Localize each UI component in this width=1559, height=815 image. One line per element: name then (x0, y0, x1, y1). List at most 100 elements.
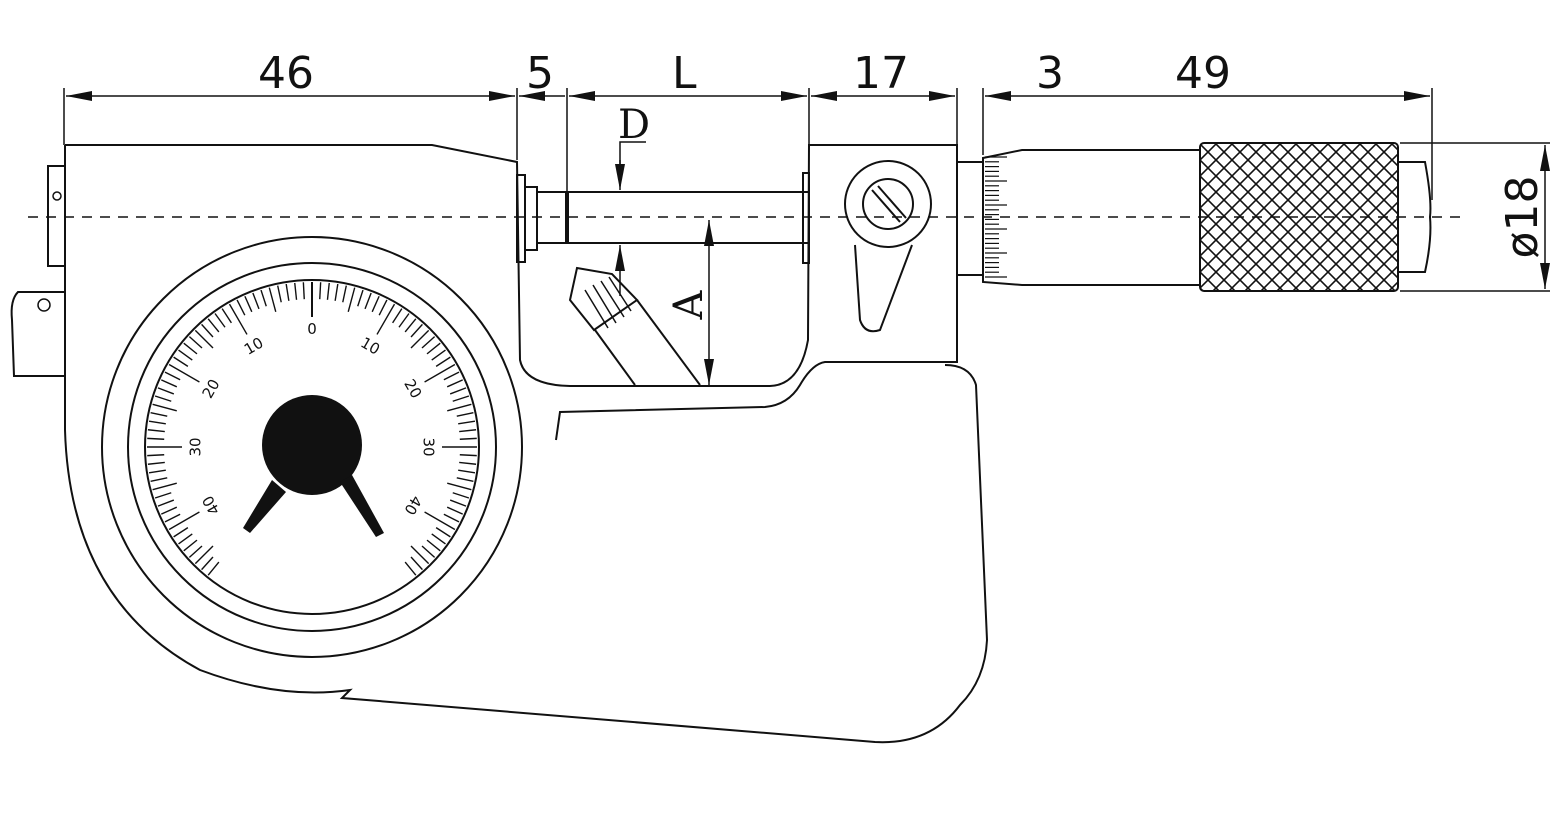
dial-tick (148, 469, 166, 474)
dial-tick (201, 323, 214, 338)
dial-tick (207, 561, 220, 576)
dial-tick (371, 295, 380, 313)
dial-tick (236, 299, 246, 316)
dial-tick (148, 420, 166, 425)
dial-tick (194, 329, 214, 349)
tolerance-pointer-left (243, 480, 286, 533)
dial-tick (160, 506, 178, 515)
dimension-lines (63, 88, 1550, 385)
dial-tick (421, 545, 436, 558)
dial-tick (459, 437, 477, 440)
dial-tick (147, 437, 165, 440)
dial-tick (357, 289, 364, 307)
dial-label-right-40: 40 (400, 492, 425, 518)
dial-hub (262, 395, 362, 495)
dial-tick (319, 282, 322, 300)
dial-tick (302, 282, 305, 300)
dial-tick (449, 499, 467, 507)
dial-tick (404, 561, 417, 576)
dial-tick (285, 283, 290, 301)
dial-tick (447, 482, 472, 491)
dial-tick (459, 461, 477, 465)
dial-tick (221, 308, 232, 324)
dial-tick (334, 283, 339, 301)
dial-tick (447, 403, 472, 412)
dial-tick (173, 527, 189, 538)
dial-tick (207, 318, 220, 333)
dim-L: L (672, 48, 697, 99)
dim-D: D (618, 102, 650, 148)
dim-49: 49 (1175, 48, 1231, 99)
dial-tick (173, 356, 189, 367)
dial-tick (160, 379, 178, 388)
dial-tick (168, 511, 200, 531)
dial-tick (446, 506, 464, 515)
dial-tick (183, 342, 198, 355)
dial-tick (378, 299, 388, 316)
dial-tick (446, 379, 464, 388)
dial-indicator: 0 10 20 30 40 10 20 30 40 (101, 236, 523, 658)
dial-tick (152, 482, 177, 491)
dial-tick (410, 545, 430, 565)
dim-3: 3 (1036, 48, 1064, 99)
dial-label-left-10: 10 (241, 334, 267, 359)
dial-tick (252, 292, 260, 310)
dial-label-left-20: 20 (199, 376, 224, 402)
dial-tick (147, 429, 165, 433)
dial-tick (410, 323, 423, 338)
dial-label-left-30: 30 (187, 437, 205, 456)
tolerance-pointer-right (340, 475, 384, 537)
dial-tick (421, 336, 436, 349)
dial-tick (424, 363, 456, 383)
dial-tick (277, 285, 282, 303)
dim-46: 46 (258, 48, 314, 99)
dial-tick (150, 477, 168, 482)
dial-tick (188, 545, 203, 558)
dial-tick (449, 387, 467, 395)
dial-tick (459, 429, 477, 433)
dial-tick (183, 539, 198, 552)
dial-tick (431, 349, 446, 361)
dim-A: A (666, 289, 712, 320)
dial-tick (168, 363, 200, 383)
dial-tick (426, 342, 441, 355)
dial-label-right-30: 30 (420, 437, 438, 456)
dial-tick (188, 336, 203, 349)
dim-5: 5 (526, 48, 554, 99)
dial-tick (347, 287, 356, 312)
dial-tick (178, 349, 193, 361)
dial-tick (443, 371, 460, 381)
dial-tick (364, 292, 372, 310)
dial-tick (435, 356, 451, 367)
dial-tick (201, 556, 214, 571)
dial-tick (398, 313, 410, 328)
dial-tick (392, 308, 403, 324)
dial-tick (410, 329, 430, 349)
dial-tick (459, 454, 477, 457)
dial-tick (152, 403, 177, 412)
dial-tick (452, 492, 470, 499)
dial-tick (435, 527, 451, 538)
dial-tick (244, 295, 253, 313)
dial-tick (410, 556, 423, 571)
dial-tick (326, 282, 330, 300)
dial-tick (178, 533, 193, 545)
dial-tick (456, 412, 474, 417)
dial-label-right-10: 10 (357, 334, 383, 359)
dim-17: 17 (853, 48, 909, 99)
dial-tick (214, 313, 226, 328)
dial-tick (342, 285, 347, 303)
dial-tick (154, 492, 172, 499)
dial-tick (150, 412, 168, 417)
dial-tick (404, 318, 417, 333)
dial-tick (157, 499, 175, 507)
dial-graduations (147, 282, 477, 576)
dial-tick (431, 533, 446, 545)
gauge-frame (10, 142, 1432, 744)
dial-tick (194, 545, 214, 565)
dial-label-left-40: 40 (199, 492, 224, 518)
dial-tick (157, 387, 175, 395)
dial-tick (260, 289, 267, 307)
dial-tick (458, 469, 476, 474)
